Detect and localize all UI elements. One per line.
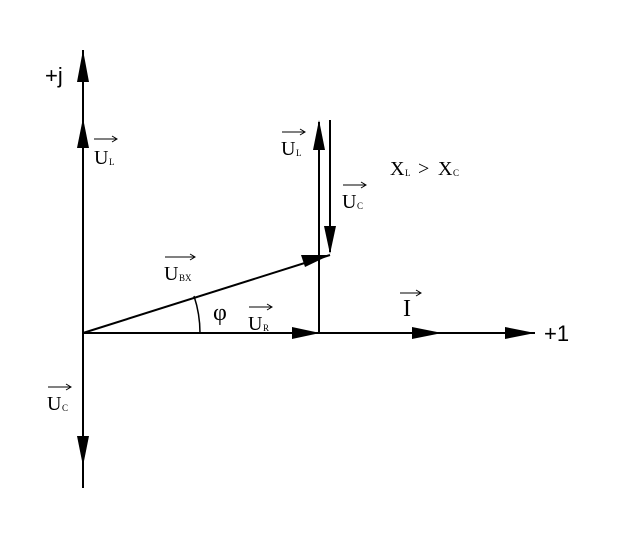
- ul-axis-label-sub: L: [109, 157, 115, 167]
- ubx-label-sub: BX: [179, 273, 192, 283]
- phi-arc: [193, 295, 201, 334]
- ul-axis-label-vector-tip: [111, 135, 118, 143]
- ur-label: U: [248, 313, 263, 335]
- condition-s1: L: [405, 168, 411, 178]
- condition-x2: X: [438, 158, 453, 180]
- uc-axis-label: U: [47, 393, 62, 415]
- imag-axis-label: +j: [45, 63, 63, 88]
- current-label: I: [403, 296, 411, 322]
- uc-top-label-vector-tip: [360, 181, 367, 189]
- uc-top-label: U: [342, 191, 357, 213]
- ul-axis-label: U: [94, 147, 109, 169]
- imag-axis-arrowhead: [77, 50, 89, 82]
- condition-s2: C: [453, 168, 459, 178]
- uc-top-label-sub: C: [357, 201, 363, 211]
- ur-label-vector-tip: [266, 303, 273, 311]
- ur-arrowhead: [292, 327, 320, 339]
- ur-label-sub: R: [263, 323, 269, 333]
- condition-x1: X: [390, 158, 405, 180]
- uc-axis-arrowhead: [77, 436, 89, 466]
- current-label-vector-tip: [415, 289, 422, 297]
- ubx-label-vector-tip: [189, 253, 196, 261]
- ubx-phasor-line: [82, 254, 331, 334]
- real-axis-arrowhead: [505, 327, 535, 339]
- uc-axis-label-vector-tip: [65, 383, 72, 391]
- uc-axis-label-sub: C: [62, 403, 68, 413]
- phi-label: φ: [213, 300, 227, 326]
- ul-top-label-sub: L: [296, 148, 302, 158]
- ul-axis-arrowhead: [77, 118, 89, 148]
- ubx-phasor-arrowhead: [301, 255, 330, 267]
- current-arrowhead: [412, 327, 442, 339]
- real-axis-label: +1: [544, 321, 569, 346]
- uc-phasor-arrowhead: [324, 226, 336, 254]
- ul-top-label: U: [281, 138, 296, 160]
- ul-top-label-vector-tip: [299, 128, 306, 136]
- condition-op: >: [418, 158, 429, 180]
- ul-phasor-arrowhead: [313, 120, 325, 150]
- ubx-label: U: [164, 263, 179, 285]
